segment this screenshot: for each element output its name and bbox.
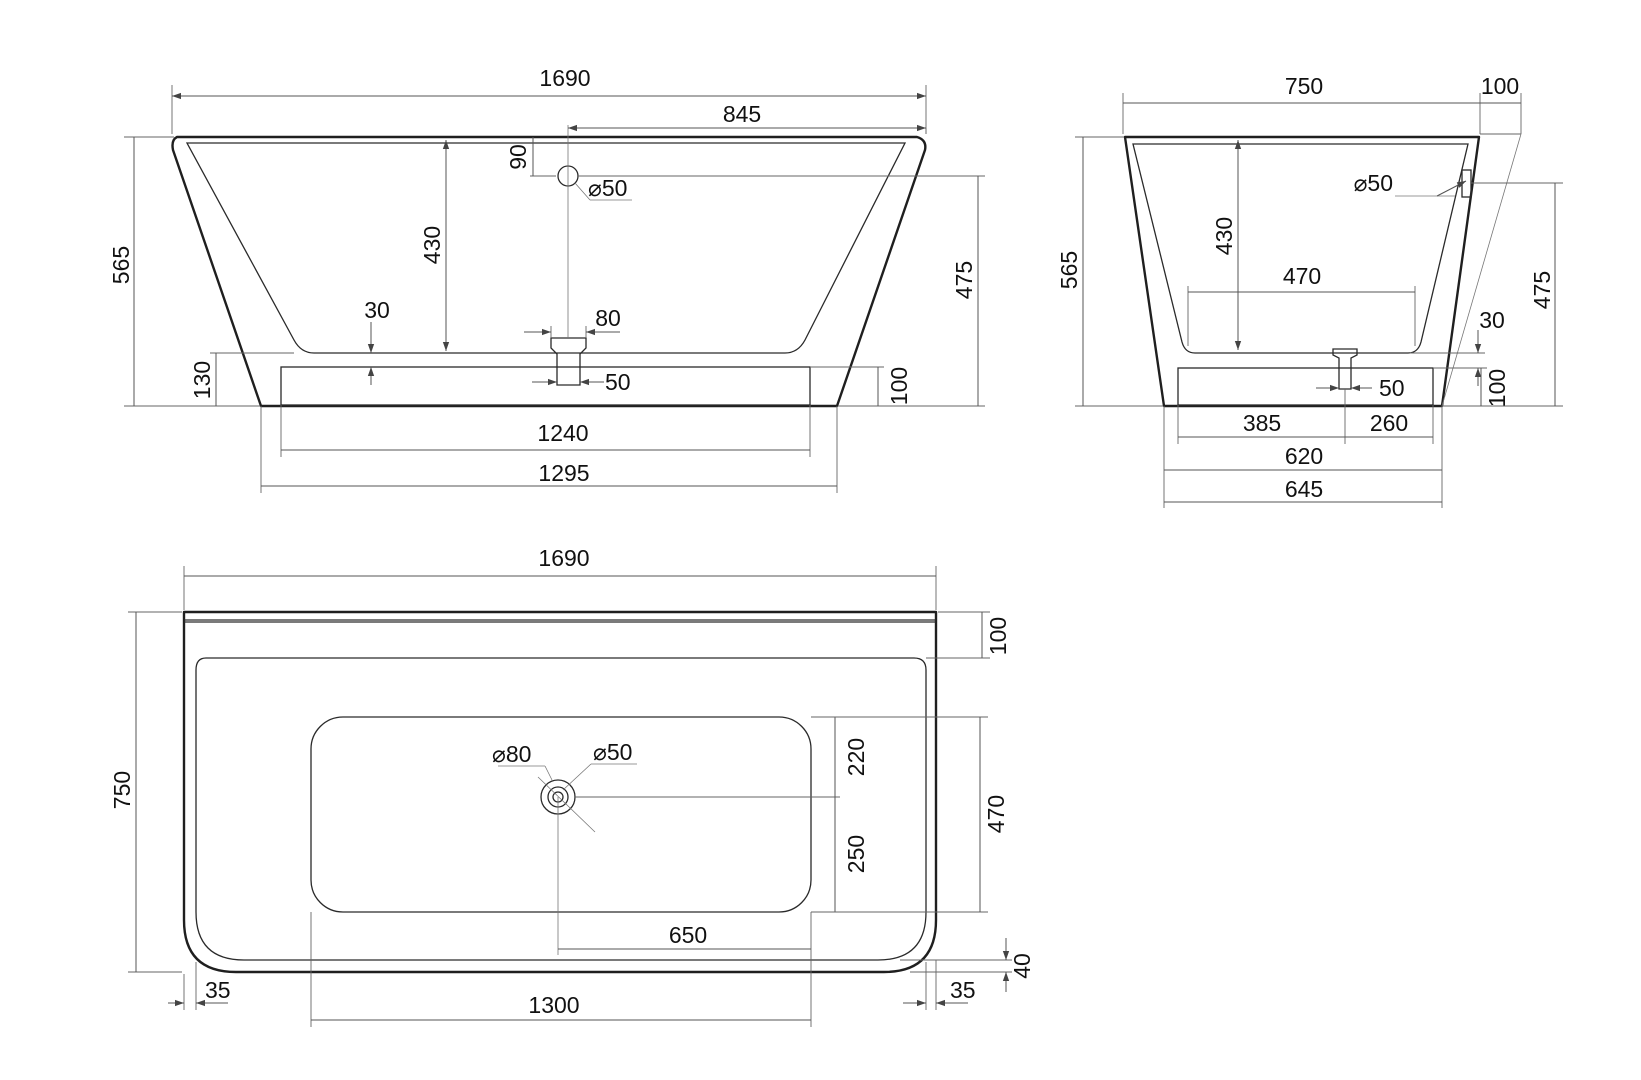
- side-total-height-label: 565: [1056, 251, 1082, 289]
- front-inner-depth-label: 430: [419, 226, 445, 264]
- front-outer-shell: [171, 135, 927, 408]
- front-overflow-height-label: 475: [951, 261, 977, 299]
- front-bottom-thickness-label: 30: [364, 297, 390, 323]
- side-overflow-box: [1461, 169, 1472, 198]
- front-inner-basin: [185, 142, 907, 354]
- side-overflow-diameter-label: ⌀50: [1354, 170, 1393, 196]
- front-view: 1690 845 90 ⌀50 430 475 565 30: [108, 65, 985, 493]
- front-base-height-label: 130: [189, 361, 215, 399]
- front-plinth-length-label: 1240: [537, 420, 588, 446]
- front-drain-fitting: [550, 337, 587, 386]
- top-back-rim-label: 100: [985, 617, 1011, 655]
- front-drain-pipe-label: 50: [605, 369, 631, 395]
- top-view: 1690 750 100 ⌀80 ⌀50 220 250 470: [109, 545, 1035, 1027]
- side-inner-basin: [1132, 143, 1469, 354]
- side-bottom-width-label: 645: [1285, 476, 1323, 502]
- side-plinth: [1177, 367, 1434, 406]
- front-half-length-label: 845: [723, 101, 761, 127]
- side-drain-fitting: [1332, 348, 1358, 390]
- front-bottom-length-label: 1295: [538, 460, 589, 486]
- top-basin-bottom: [310, 716, 812, 913]
- front-overflow-offset-label: 90: [505, 144, 531, 170]
- front-plinth-height-label: 100: [886, 367, 912, 405]
- side-drain-offset-left-label: 385: [1243, 410, 1281, 436]
- front-total-length-label: 1690: [539, 65, 590, 91]
- side-plinth-height-label: 100: [1484, 369, 1510, 407]
- top-side-wall-left-label: 35: [205, 977, 231, 1003]
- front-plinth: [280, 366, 811, 406]
- side-bottom-inner-width-label: 470: [1283, 263, 1321, 289]
- top-inner-length-label: 1300: [528, 992, 579, 1018]
- top-drain-hole-label: ⌀50: [593, 739, 632, 765]
- side-total-width-label: 750: [1285, 73, 1323, 99]
- top-drain-to-end-label: 650: [669, 922, 707, 948]
- top-total-width-label: 750: [109, 771, 135, 809]
- top-inner-rim: [195, 657, 927, 961]
- top-drain-to-bottom-label: 250: [843, 835, 869, 873]
- top-inner-width-label: 470: [983, 795, 1009, 833]
- top-side-wall-right-label: 35: [950, 977, 976, 1003]
- side-overflow-height-label: 475: [1529, 271, 1555, 309]
- front-total-height-label: 565: [108, 246, 134, 284]
- top-total-length-label: 1690: [538, 545, 589, 571]
- side-view: 750 100 ⌀50 430 470 565 475 30: [1056, 73, 1563, 508]
- side-drain-offset-right-label: 260: [1370, 410, 1408, 436]
- side-bottom-thickness-label: 30: [1479, 307, 1505, 333]
- front-overflow-diameter-label: ⌀50: [588, 175, 627, 201]
- top-drain-diameter-label: ⌀80: [492, 741, 531, 767]
- top-outer-outline: [182, 610, 938, 974]
- top-drain-to-top-label: 220: [843, 738, 869, 776]
- side-plinth-width-label: 620: [1285, 443, 1323, 469]
- side-drain-pipe-label: 50: [1379, 375, 1405, 401]
- front-drain-width-label: 80: [595, 305, 621, 331]
- side-rim-offset-label: 100: [1481, 73, 1519, 99]
- side-inner-depth-label: 430: [1211, 217, 1237, 255]
- top-front-wall-label: 40: [1009, 953, 1035, 979]
